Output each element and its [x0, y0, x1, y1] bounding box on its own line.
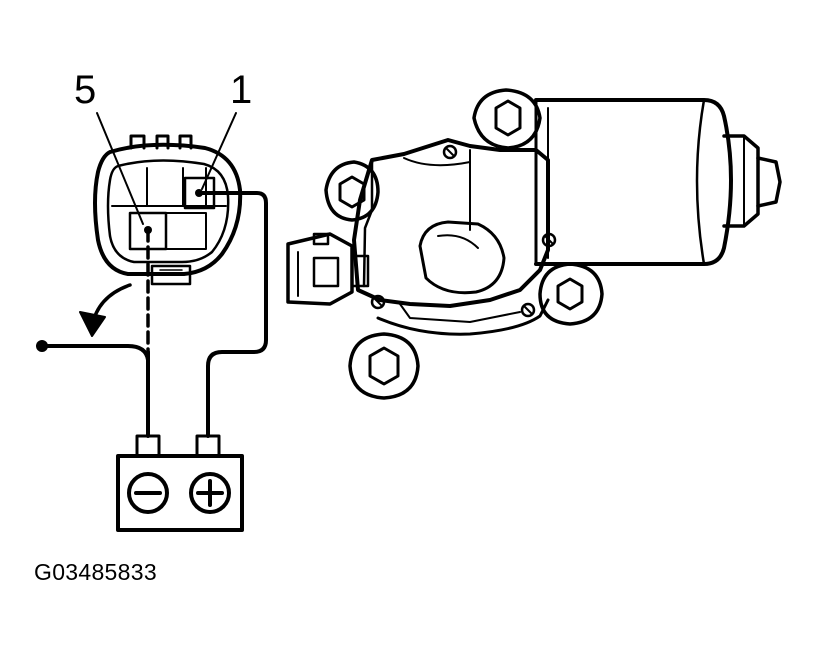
pin-1-label: 1 — [230, 68, 253, 112]
positive-terminal-icon — [191, 474, 229, 512]
switch-arrow-head — [80, 312, 105, 336]
pin-5-leader — [97, 113, 143, 224]
figure-code: G03485833 — [34, 559, 157, 585]
ground-terminal — [36, 340, 48, 352]
positive-lead — [199, 193, 266, 436]
negative-terminal-icon — [129, 474, 167, 512]
wiper-motor — [288, 90, 780, 398]
pin-1-leader — [202, 113, 236, 189]
pin-5-label: 5 — [74, 68, 97, 112]
ground-lead — [42, 346, 148, 360]
battery — [118, 436, 242, 530]
